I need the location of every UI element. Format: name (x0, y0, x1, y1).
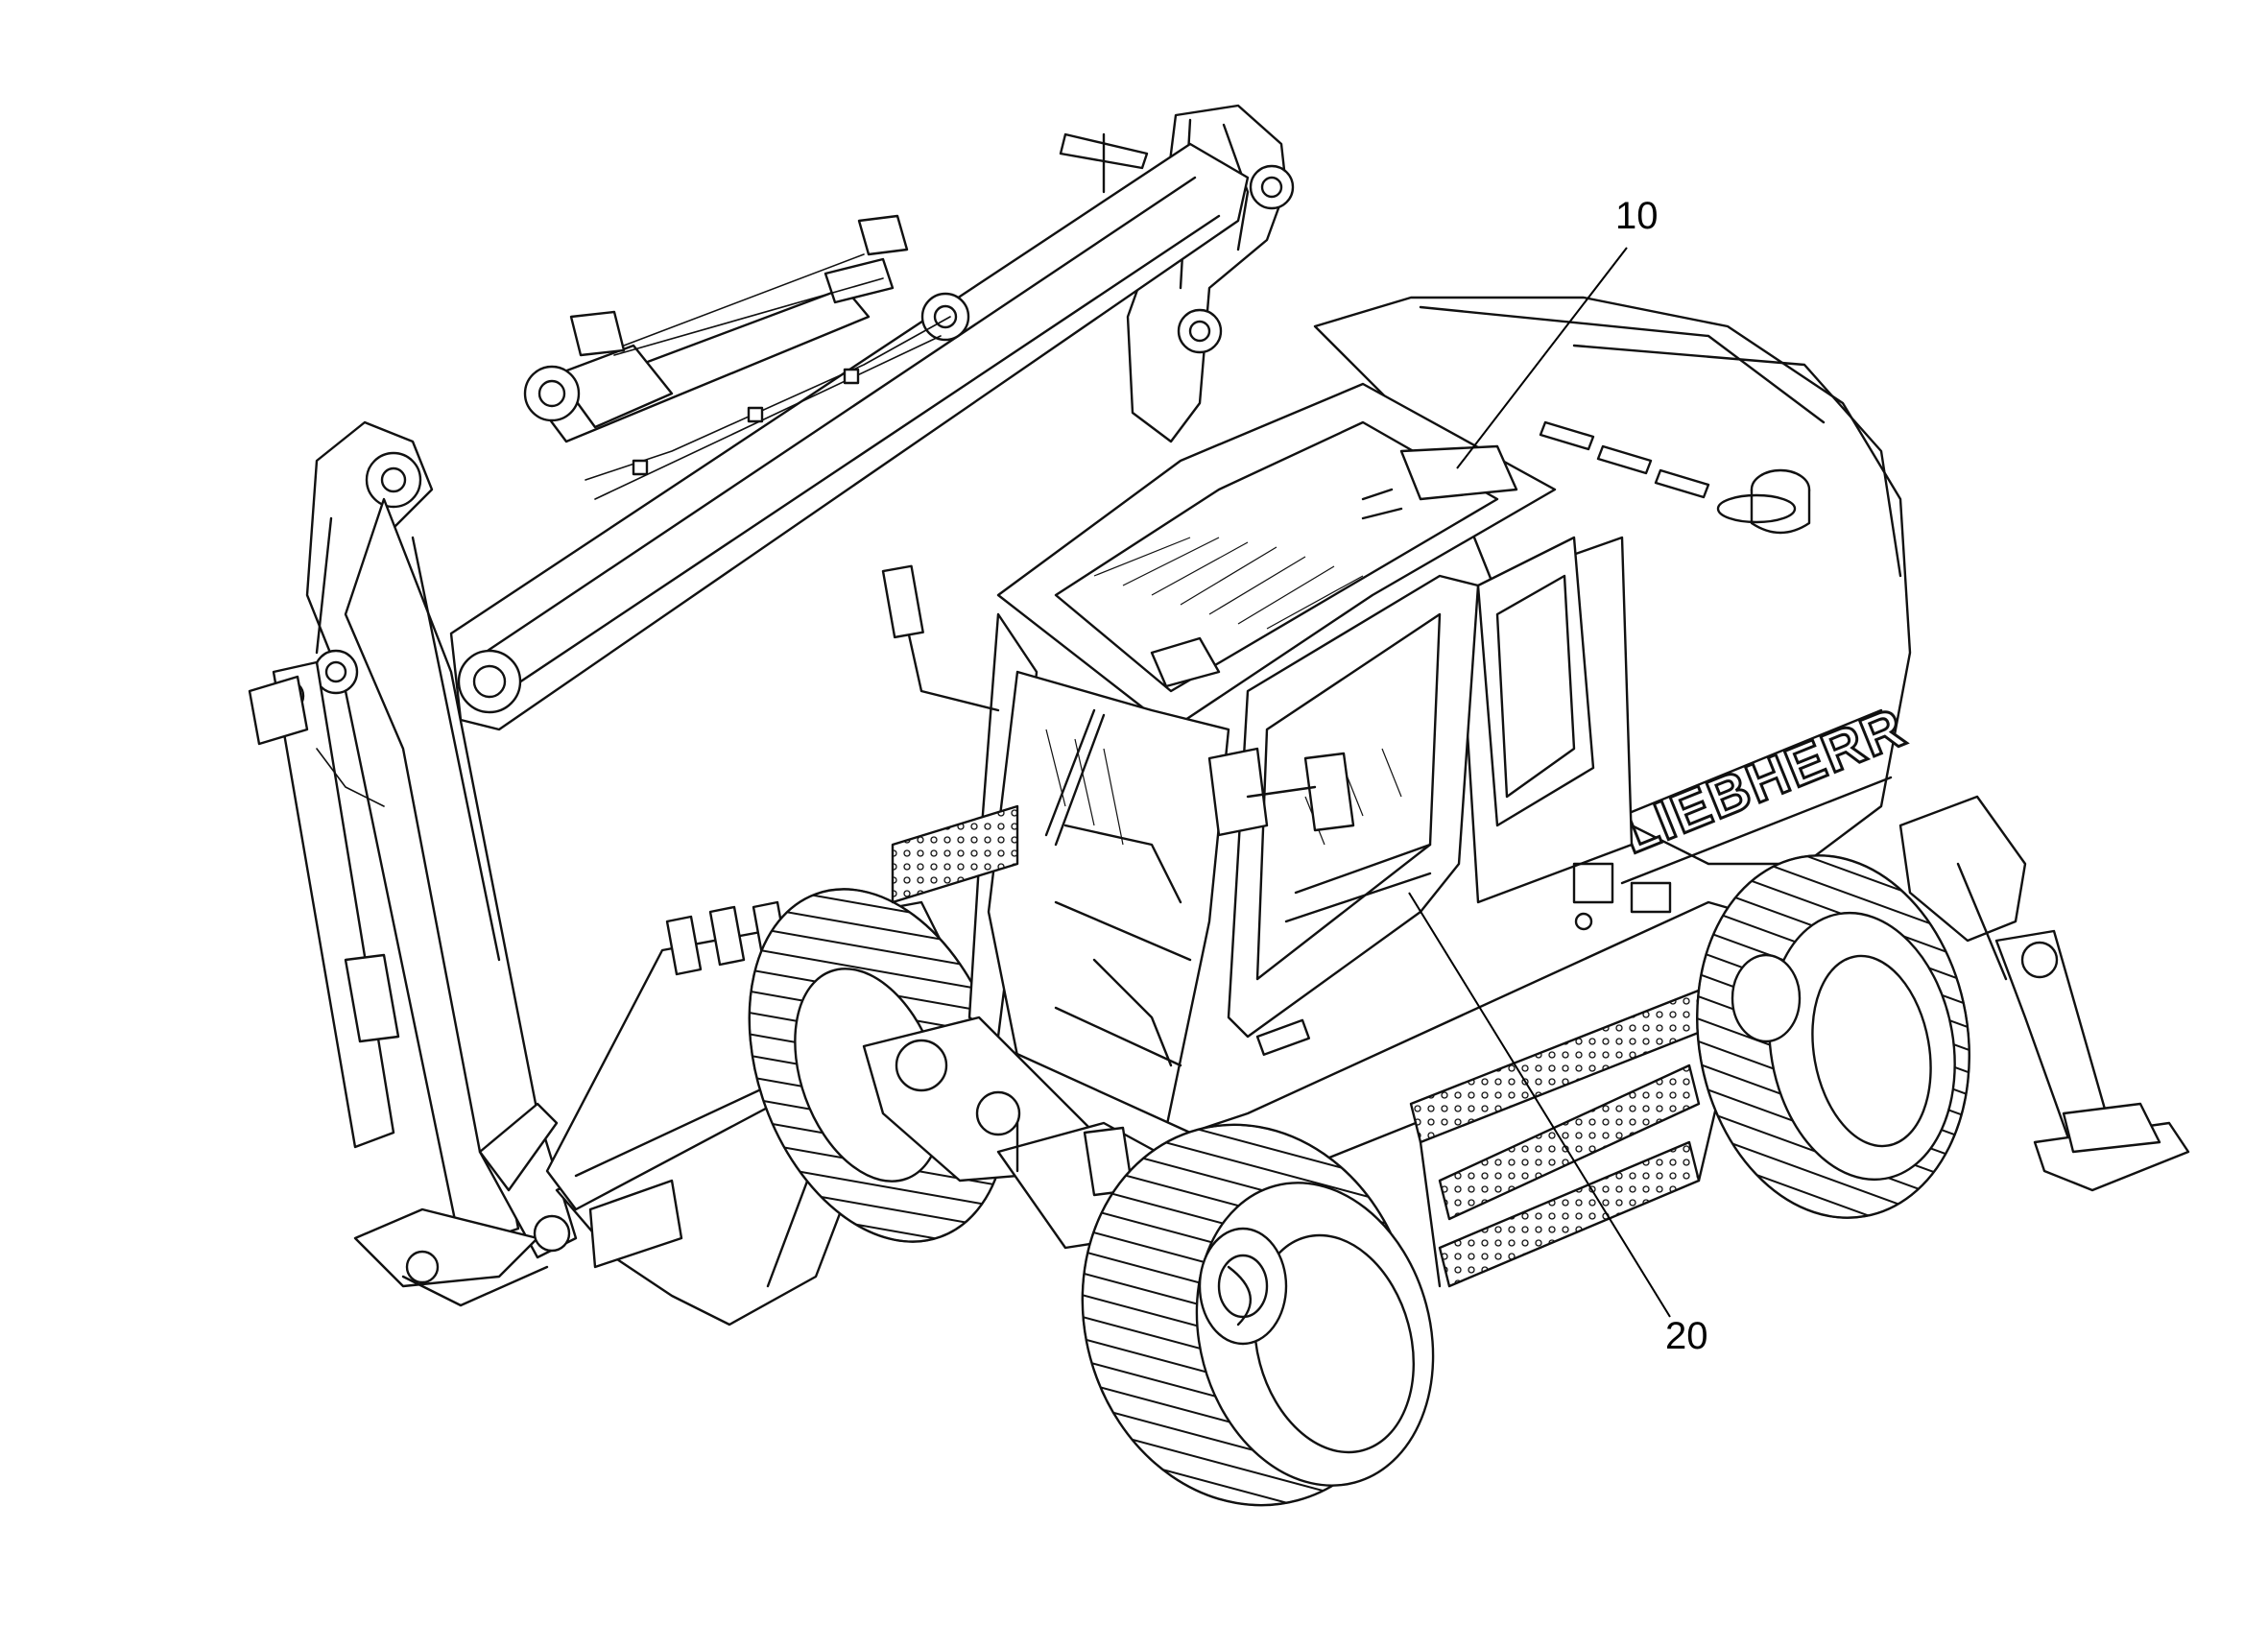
callout-10: 10 (1456, 195, 1659, 469)
wheel-rear-right (1696, 854, 1970, 1219)
callout-20-label: 20 (1665, 1315, 1708, 1357)
callout-10-label: 10 (1615, 195, 1659, 237)
chassis (862, 804, 1778, 1288)
wheel-front-right (1081, 1123, 1435, 1507)
callout-20: 20 (1408, 892, 1708, 1357)
boom-assembly (248, 104, 1295, 1307)
outrigger (1898, 795, 2190, 1192)
